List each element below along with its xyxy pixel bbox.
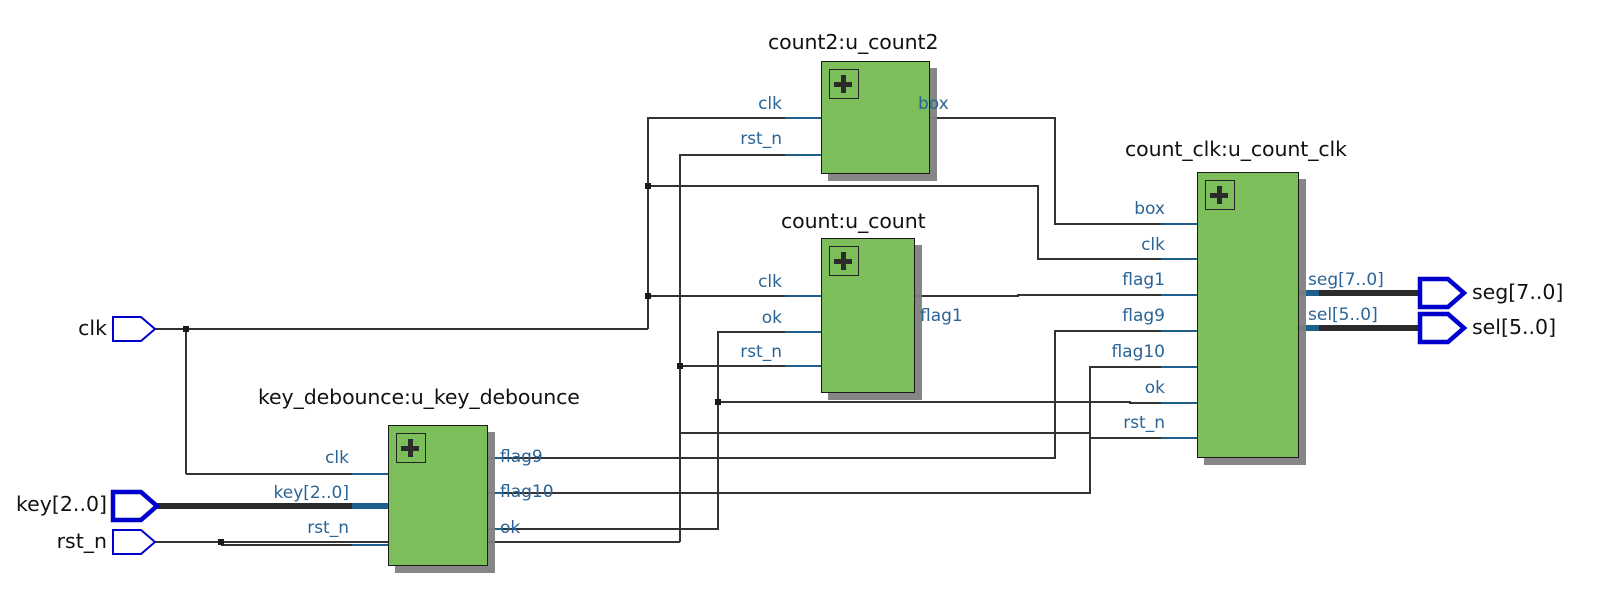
wire-flag9: [503, 330, 1197, 459]
wire-clk-to-countclk: [648, 185, 1197, 260]
block-title-count-clk: count_clk:u_count_clk: [1125, 137, 1347, 161]
junction-rstn: [218, 539, 224, 545]
input-port-symbol-clk: [112, 316, 157, 342]
plus-icon: [1205, 180, 1235, 210]
pin-label-cc-flag1: flag1: [1122, 270, 1165, 290]
junction-clk: [183, 326, 189, 332]
junction-rstn-2: [677, 363, 683, 369]
block-count[interactable]: [821, 238, 915, 393]
pin-label-kd-clk: clk: [325, 448, 349, 468]
pin-label-count2-box: box: [918, 94, 949, 114]
block-title-count: count:u_count: [781, 209, 926, 233]
port-symbols: [110, 276, 1468, 555]
wire-flag1: [915, 294, 1197, 297]
input-port-symbol-key: [110, 489, 161, 523]
pin-label-kd-flag9: flag9: [500, 447, 543, 467]
wire-rstn-to-countclk: [680, 432, 1197, 439]
pin-label-cc-sel: sel[5..0]: [1308, 305, 1378, 325]
pin-label-count2-clk: clk: [758, 94, 782, 114]
junction-clk-2: [645, 183, 651, 189]
pin-label-cc-seg: seg[7..0]: [1308, 270, 1384, 290]
pin-label-kd-key: key[2..0]: [273, 483, 349, 503]
pin-label-kd-ok: ok: [500, 518, 521, 538]
block-count2[interactable]: [821, 61, 930, 174]
pin-label-count-clk: clk: [758, 272, 782, 292]
pin-label-cc-box: box: [1134, 199, 1165, 219]
input-port-symbol-rst-n: [112, 529, 157, 555]
pin-label-count-rst-n: rst_n: [740, 342, 782, 362]
block-title-key-debounce: key_debounce:u_key_debounce: [258, 385, 580, 409]
port-label-clk[interactable]: clk: [78, 316, 107, 340]
output-port-symbol-seg: [1417, 276, 1468, 310]
wire-box: [930, 117, 1197, 225]
pin-label-cc-flag9: flag9: [1122, 306, 1165, 326]
pin-label-kd-rst-n: rst_n: [307, 518, 349, 538]
block-count-clk[interactable]: [1197, 172, 1299, 458]
wire-ok-to-countclk: [503, 401, 1197, 530]
pin-label-cc-rst-n: rst_n: [1123, 413, 1165, 433]
pin-label-count-ok: ok: [761, 308, 782, 328]
wire-rstn-to-count2: [679, 154, 821, 542]
block-key-debounce[interactable]: [388, 425, 488, 566]
port-label-key[interactable]: key[2..0]: [16, 492, 107, 516]
junction-ok: [715, 399, 721, 405]
port-label-seg[interactable]: seg[7..0]: [1472, 280, 1564, 304]
pin-label-cc-clk: clk: [1141, 235, 1165, 255]
plus-icon: [829, 69, 859, 99]
port-label-rst-n[interactable]: rst_n: [56, 529, 107, 553]
junction-clk-3: [645, 293, 651, 299]
plus-icon: [829, 246, 859, 276]
pin-label-cc-flag10: flag10: [1111, 342, 1165, 362]
output-port-symbol-sel: [1417, 311, 1468, 345]
pin-label-kd-flag10: flag10: [500, 482, 554, 502]
wire-flag10: [503, 366, 1197, 494]
block-title-count2: count2:u_count2: [768, 30, 939, 54]
pin-label-count2-rst-n: rst_n: [740, 129, 782, 149]
plus-icon: [396, 433, 426, 463]
pin-label-cc-ok: ok: [1144, 378, 1165, 398]
pin-label-count-flag1: flag1: [920, 306, 963, 326]
port-label-sel[interactable]: sel[5..0]: [1472, 315, 1557, 339]
